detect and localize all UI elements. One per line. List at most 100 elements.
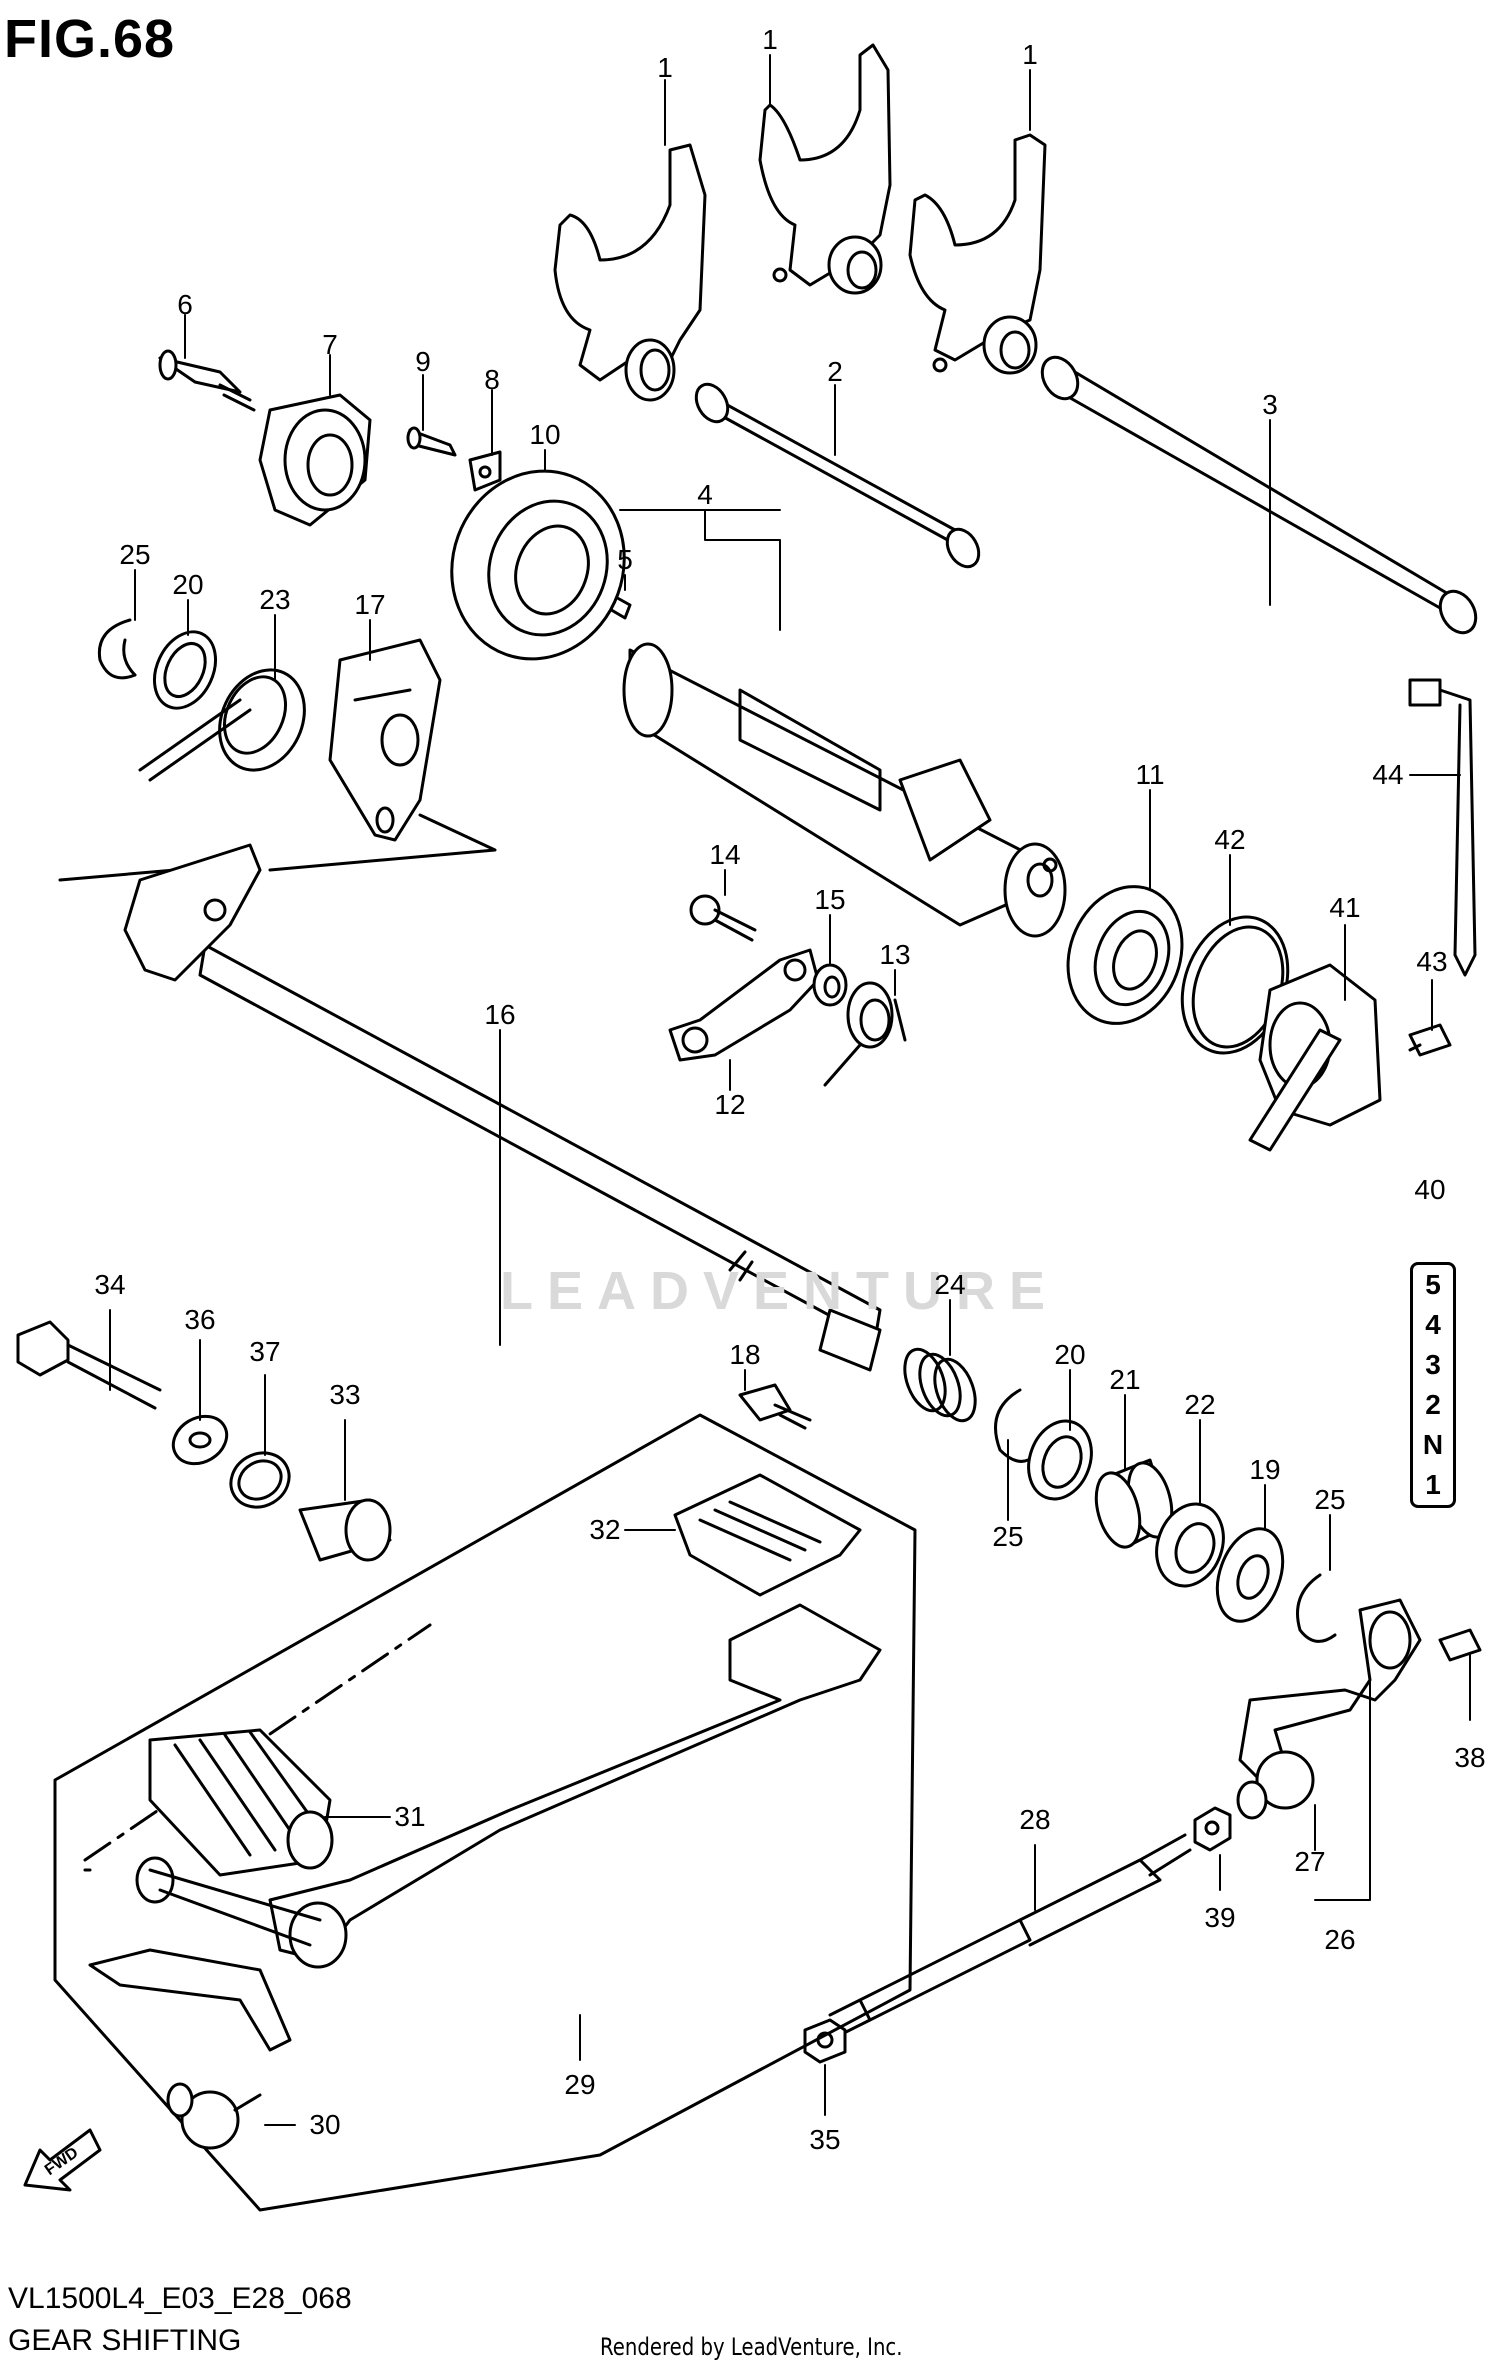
bearing-10 xyxy=(450,469,626,661)
callout-21: 21 xyxy=(1109,1364,1141,1395)
circlip-25a xyxy=(97,618,137,680)
callout-40: 40 xyxy=(1414,1174,1446,1205)
bolt-43 xyxy=(1408,1023,1452,1057)
callout-37: 37 xyxy=(249,1336,281,1367)
callout-28: 28 xyxy=(1019,1804,1051,1835)
callout-27: 27 xyxy=(1294,1846,1326,1877)
callout-2: 2 xyxy=(827,356,843,387)
callout-8: 8 xyxy=(484,364,500,395)
shift-fork-1b xyxy=(758,43,892,295)
callout-20: 20 xyxy=(172,569,204,600)
callout-11: 11 xyxy=(1135,759,1165,790)
section-name: GEAR SHIFTING xyxy=(8,2324,242,2357)
callout-34: 34 xyxy=(94,1269,126,1300)
callout-9: 9 xyxy=(415,346,431,377)
gear-4: 4 xyxy=(1425,1309,1441,1340)
callout-41: 41 xyxy=(1329,892,1361,923)
callout-16: 16 xyxy=(484,999,516,1030)
circlip-25c xyxy=(1296,1573,1337,1643)
gear-3: 3 xyxy=(1425,1349,1441,1380)
bearing-11 xyxy=(1066,885,1184,1025)
callout-36: 36 xyxy=(184,1304,216,1335)
callout-13: 13 xyxy=(879,939,911,970)
model-code: VL1500L4_E03_E28_068 xyxy=(8,2282,352,2315)
callout-4: 4 xyxy=(697,479,713,510)
callout-15: 15 xyxy=(814,884,846,915)
callout-20: 20 xyxy=(1054,1339,1086,1370)
switch-41 xyxy=(1248,963,1382,1152)
bolt-18 xyxy=(738,1383,812,1430)
spring-13 xyxy=(823,981,907,1087)
gear-1: 1 xyxy=(1425,1469,1441,1500)
gear-5: 5 xyxy=(1425,1269,1441,1300)
gear-2: 2 xyxy=(1425,1389,1441,1420)
foot-peg-rubber-31 xyxy=(148,1728,334,1877)
washer-8 xyxy=(468,450,502,492)
callout-29: 29 xyxy=(564,2069,596,2100)
callout-25: 25 xyxy=(992,1521,1024,1552)
collar-33 xyxy=(298,1498,392,1562)
callout-1: 1 xyxy=(762,24,778,55)
screw-9 xyxy=(406,426,457,457)
callout-30: 30 xyxy=(309,2109,341,2140)
washer-20a xyxy=(153,630,217,710)
callout-5: 5 xyxy=(617,544,633,575)
cam-plate-17 xyxy=(328,638,442,842)
callout-26: 26 xyxy=(1324,1924,1356,1955)
gear-neutral: N xyxy=(1422,1429,1444,1460)
ball-joint-30 xyxy=(166,2082,262,2150)
callout-24: 24 xyxy=(934,1269,966,1300)
washer-36 xyxy=(171,1414,229,1466)
fork-shaft-2 xyxy=(694,382,981,569)
callout-39: 39 xyxy=(1204,1902,1236,1933)
callout-7: 7 xyxy=(322,329,338,360)
callout-33: 33 xyxy=(329,1379,361,1410)
callout-23: 23 xyxy=(259,584,291,615)
fwd-arrow-icon xyxy=(23,2128,102,2192)
gear-position-indicator: 5 4 3 2 N 1 xyxy=(1410,1262,1456,1508)
seal-22 xyxy=(1155,1502,1225,1588)
washer-37 xyxy=(229,1451,291,1509)
bolt-14 xyxy=(689,894,757,942)
callout-31: 31 xyxy=(394,1801,426,1832)
callout-25: 25 xyxy=(119,539,151,570)
gearshift-lever-29 xyxy=(88,1603,882,2052)
callout-1: 1 xyxy=(657,52,673,83)
bolt-6 xyxy=(158,349,256,412)
shift-fork-1a xyxy=(553,143,707,402)
washer-15 xyxy=(812,963,848,1007)
callout-42: 42 xyxy=(1214,824,1246,855)
stopper-arm-12 xyxy=(668,948,820,1062)
callout-32: 32 xyxy=(589,1514,621,1545)
pedal-pad-32 xyxy=(673,1473,862,1597)
callout-38: 38 xyxy=(1454,1742,1486,1773)
callout-6: 6 xyxy=(177,289,193,320)
gearshift-cam-4 xyxy=(622,642,1067,938)
bolt-38 xyxy=(1438,1628,1482,1662)
gearshift-shaft-16 xyxy=(123,843,882,1372)
washer-20b xyxy=(1027,1419,1093,1501)
callout-17: 17 xyxy=(354,589,386,620)
callout-10: 10 xyxy=(529,419,561,450)
callout-25: 25 xyxy=(1314,1484,1346,1515)
lead-wire-44 xyxy=(1408,678,1477,977)
callout-14: 14 xyxy=(709,839,741,870)
callout-12: 12 xyxy=(714,1089,746,1120)
callout-44: 44 xyxy=(1372,759,1404,790)
render-credit: Rendered by LeadVenture, Inc. xyxy=(600,2333,903,2361)
callout-35: 35 xyxy=(809,2124,841,2155)
spring-24 xyxy=(903,1347,977,1423)
gearshift-lever-arm-26 xyxy=(1238,1598,1422,1782)
callout-19: 19 xyxy=(1249,1454,1281,1485)
callout-1: 1 xyxy=(1022,39,1038,70)
nut-39 xyxy=(1193,1806,1232,1852)
assembly-leader-17 xyxy=(58,813,497,882)
figure-title: FIG.68 xyxy=(4,9,176,69)
fork-shaft-3 xyxy=(1040,355,1478,635)
shift-fork-1c xyxy=(908,133,1047,375)
callout-22: 22 xyxy=(1184,1389,1216,1420)
cam-stopper-7 xyxy=(258,393,372,527)
washer-19 xyxy=(1215,1527,1285,1623)
ball-joint-27 xyxy=(1236,1750,1315,1820)
